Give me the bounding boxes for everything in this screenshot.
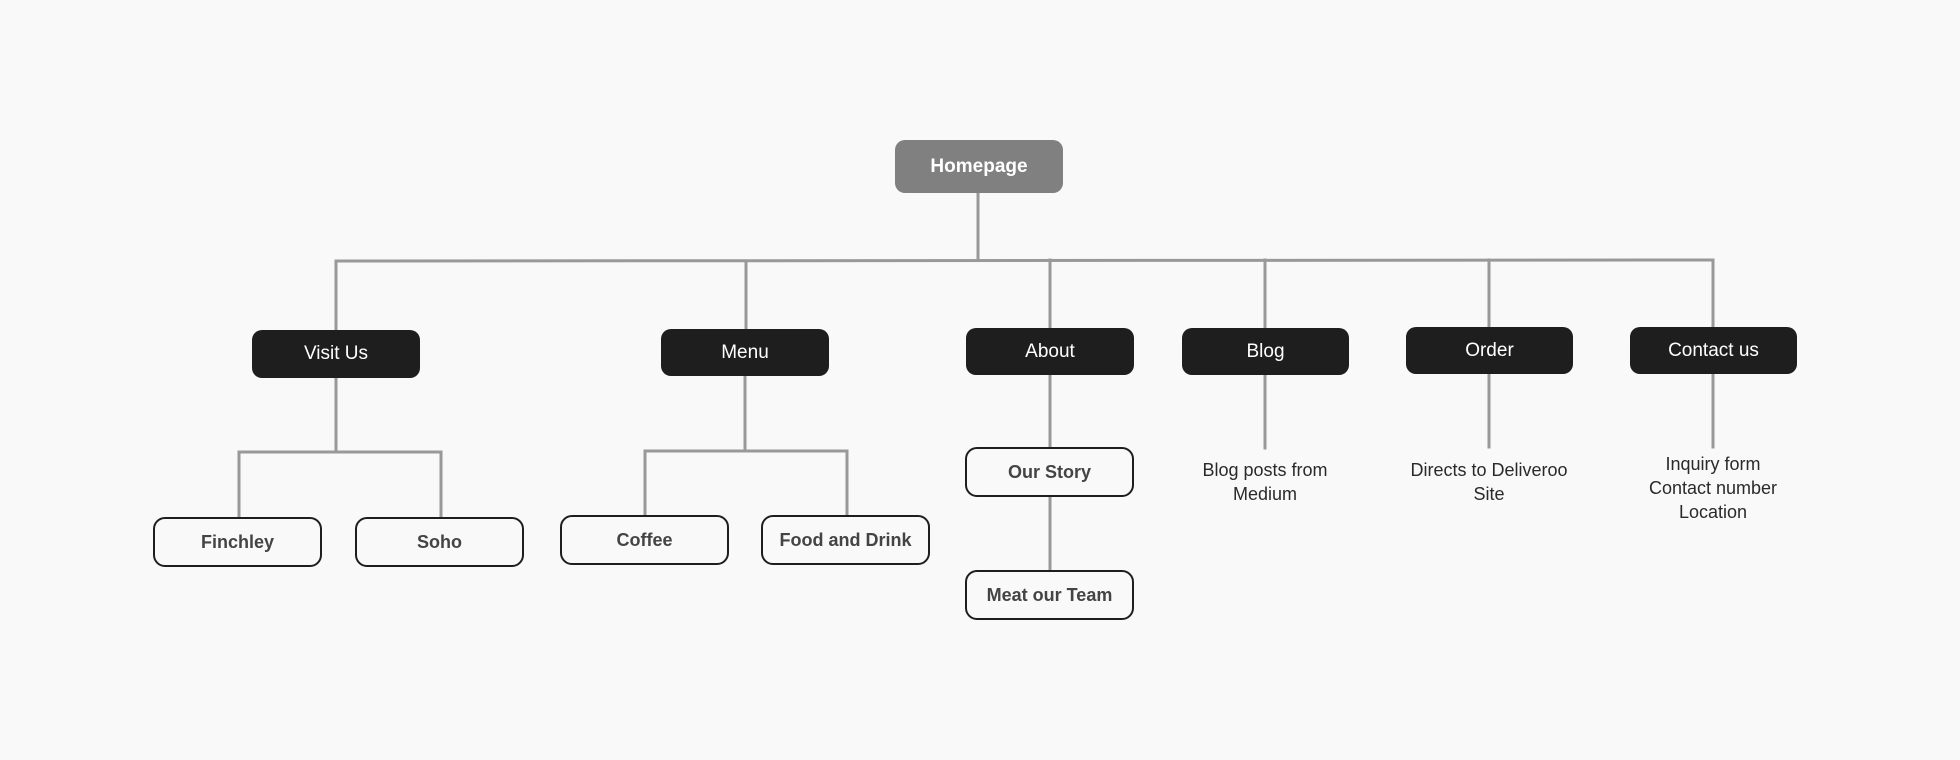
- section-order: Order: [1406, 327, 1573, 374]
- note-line: Inquiry form: [1665, 454, 1761, 474]
- note-line: Contact number: [1648, 478, 1778, 498]
- page-food-and-drink: Food and Drink: [761, 515, 930, 565]
- note-order: Directs to Deliveroo Site: [1379, 458, 1599, 506]
- page-coffee: Coffee: [560, 515, 729, 565]
- section-contact-us: Contact us: [1630, 327, 1797, 374]
- page-soho: Soho: [355, 517, 524, 567]
- note-line: Medium: [1232, 484, 1298, 504]
- section-visit-us: Visit Us: [252, 330, 420, 378]
- note-line: Location: [1678, 502, 1748, 522]
- section-blog: Blog: [1182, 328, 1349, 375]
- note-line: Blog posts from: [1202, 460, 1328, 480]
- page-meat-our-team: Meat our Team: [965, 570, 1134, 620]
- page-our-story: Our Story: [965, 447, 1134, 497]
- note-line: Directs to Deliveroo: [1410, 460, 1568, 480]
- note-line: Site: [1473, 484, 1505, 504]
- note-contact: Inquiry form Contact number Location: [1603, 452, 1823, 524]
- note-blog: Blog posts from Medium: [1155, 458, 1375, 506]
- section-about: About: [966, 328, 1134, 375]
- section-menu: Menu: [661, 329, 829, 376]
- homepage-node: Homepage: [895, 140, 1063, 193]
- connector-bus: [334, 258, 1715, 263]
- page-finchley: Finchley: [153, 517, 322, 567]
